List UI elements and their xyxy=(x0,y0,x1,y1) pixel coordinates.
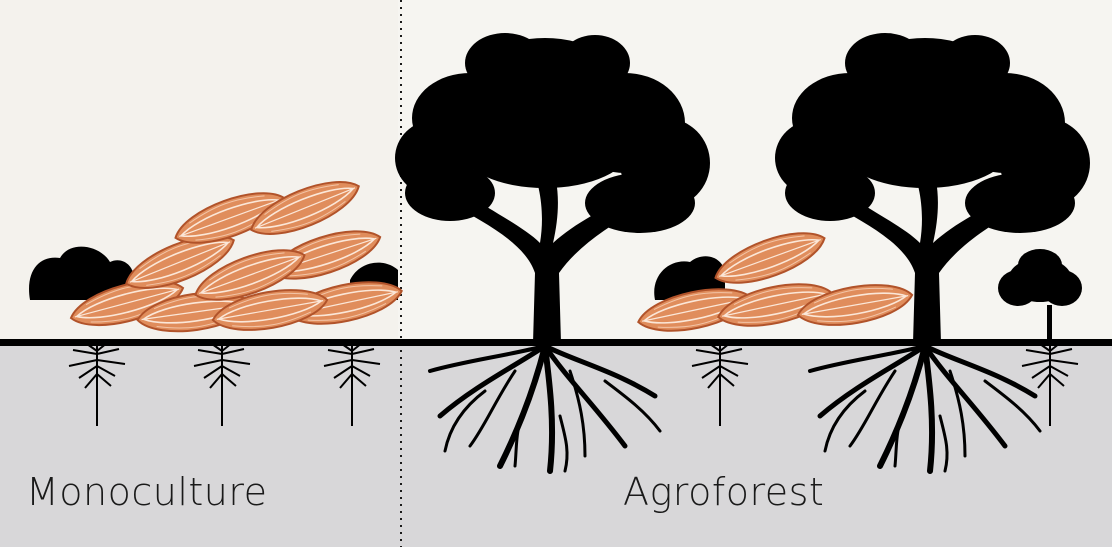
agroforest-label: Agroforest xyxy=(623,470,824,514)
ground-line xyxy=(0,339,1112,346)
monoculture-label: Monoculture xyxy=(26,470,268,514)
